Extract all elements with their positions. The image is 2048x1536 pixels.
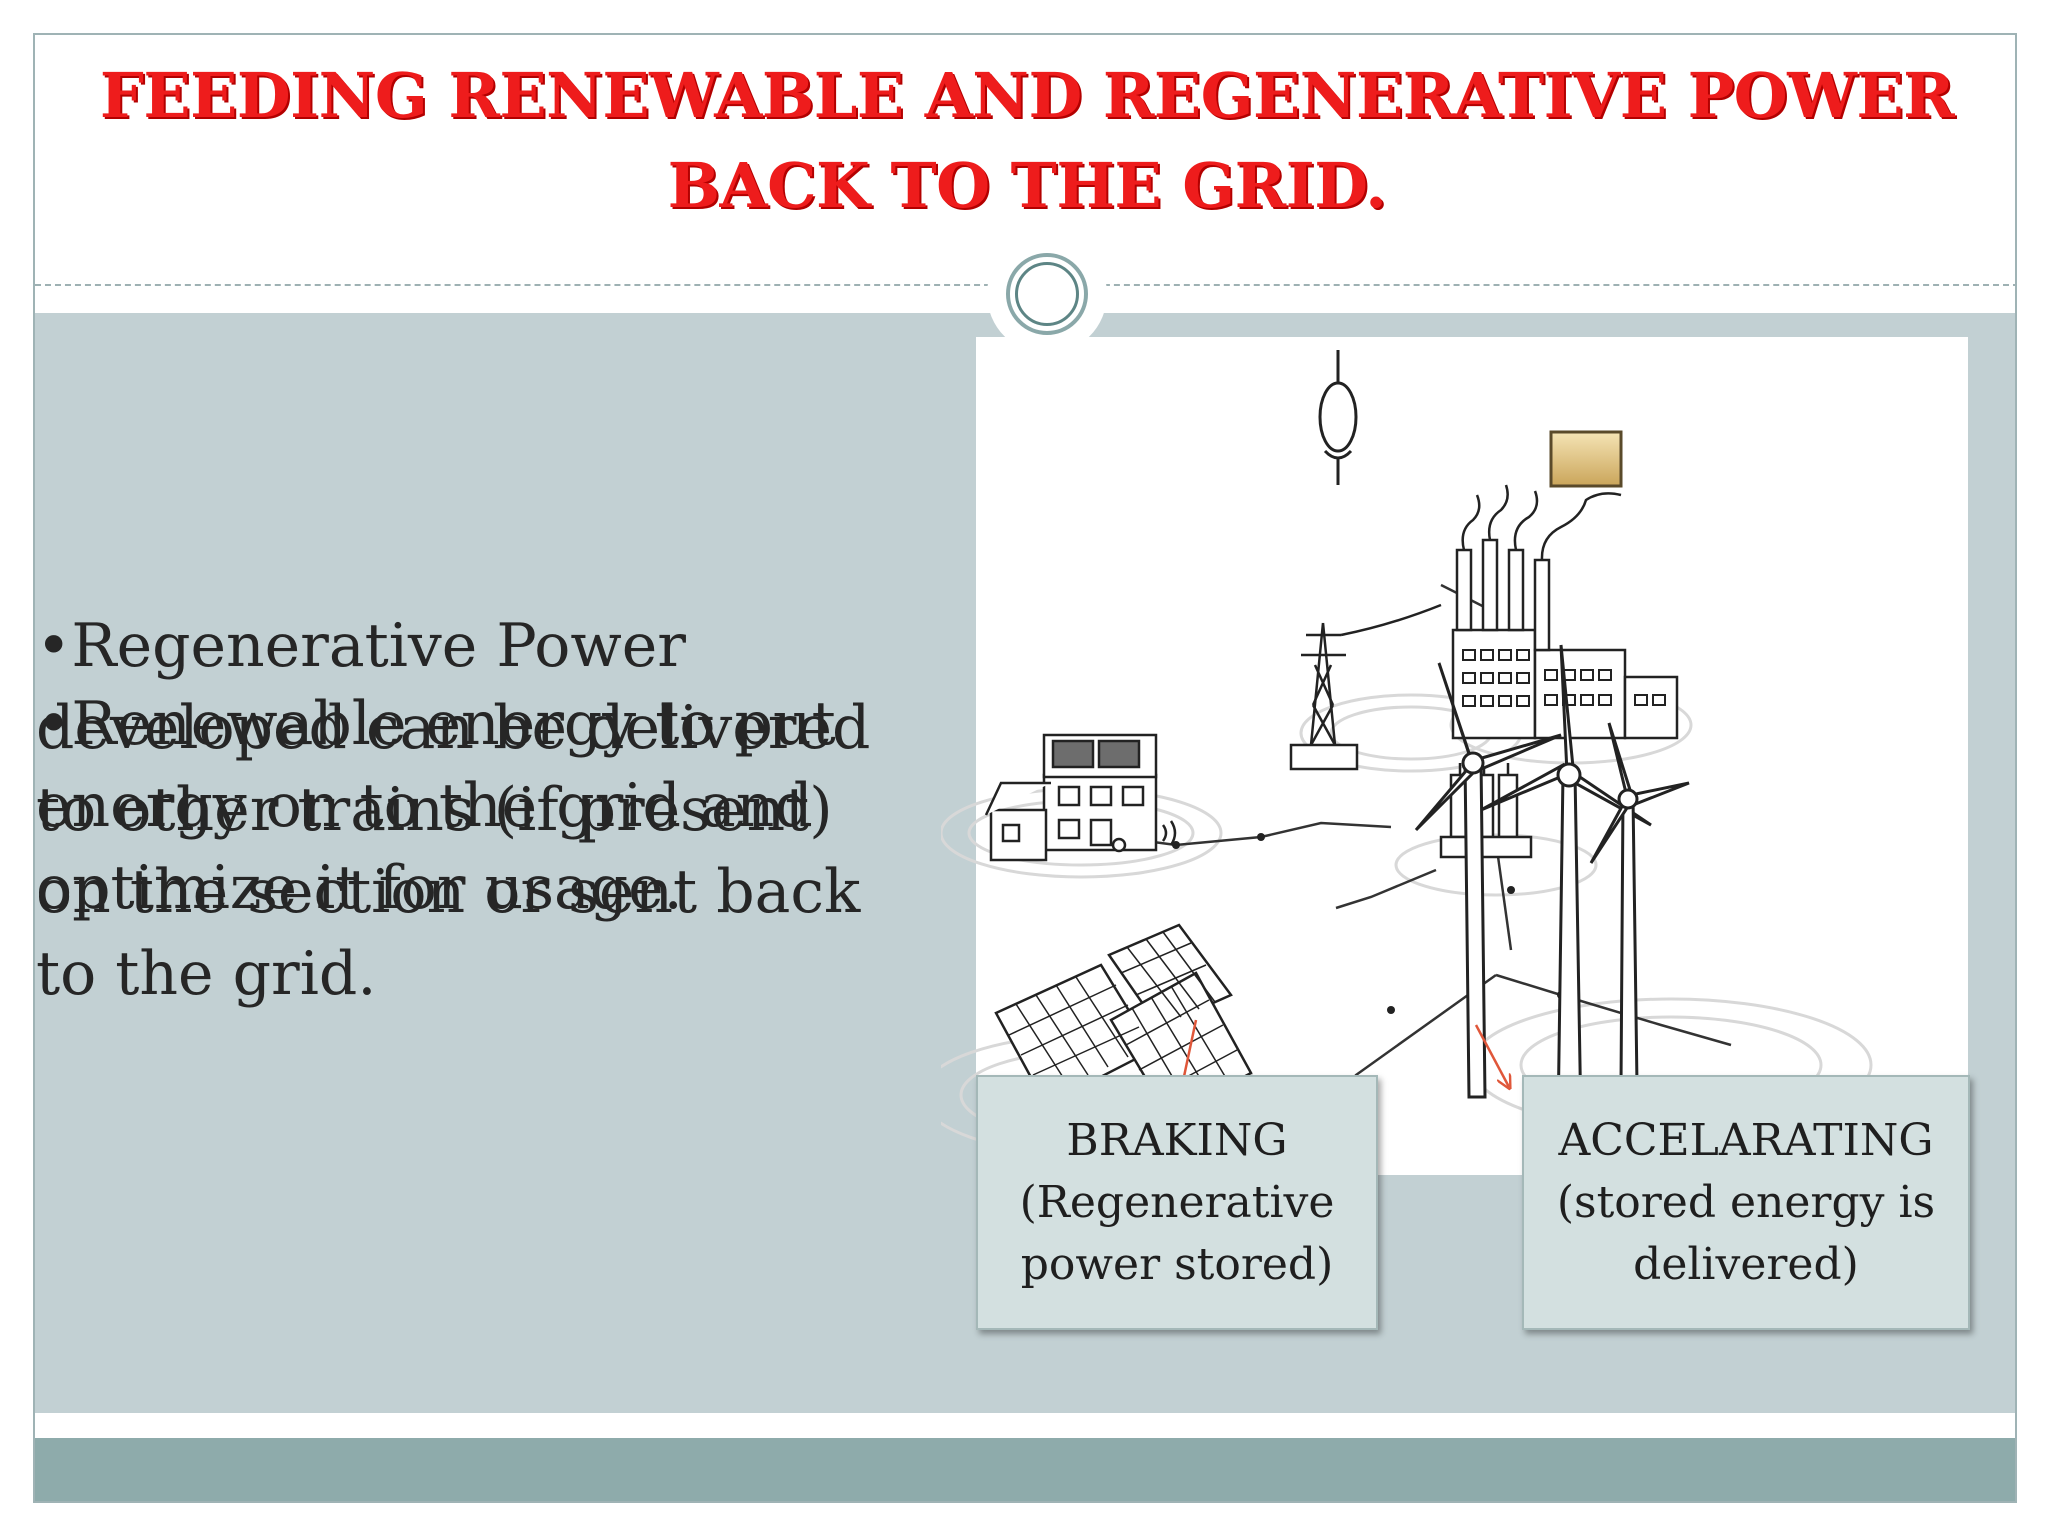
substation-icon — [1439, 763, 1533, 859]
braking-callout-line-2: (Regenerative — [1019, 1176, 1335, 1228]
braking-callout-line-3: power stored) — [1020, 1238, 1334, 1290]
accelerating-callout: ACCELARATING (stored energy is delivered… — [1522, 1075, 1970, 1330]
grid-diagram — [941, 337, 1968, 1175]
divider-ornament-inner-ring — [1015, 262, 1079, 326]
braking-callout-line-1: BRAKING — [1066, 1114, 1288, 1166]
wind-turbine-icon — [1414, 644, 1690, 1125]
braking-callout: BRAKING (Regenerative power stored) — [976, 1075, 1378, 1330]
transmission-tower-icon — [1289, 603, 1442, 771]
bullet-regenerative-power: •Regenerative Power developed can be del… — [36, 611, 871, 1009]
title-line-1: Feeding renewable and regenerative power — [99, 59, 1955, 132]
house-icon — [984, 733, 1177, 862]
accelerating-callout-line-3: delivered) — [1633, 1238, 1859, 1290]
accelerating-callout-line-2: (stored energy is — [1556, 1176, 1936, 1228]
footer-bar — [35, 1438, 2015, 1501]
accelerating-callout-line-1: ACCELARATING — [1558, 1114, 1934, 1166]
factory-icon — [1451, 484, 1679, 740]
slide-title: Feeding renewable and regenerative power… — [75, 51, 1979, 231]
meter-icon — [1318, 350, 1358, 485]
title-line-2: back to the grid. — [667, 149, 1387, 222]
battery-icon — [1549, 430, 1623, 488]
solar-panel-icon — [994, 923, 1253, 1174]
diagram-panel-top — [976, 337, 1968, 485]
bullet-renewable-energy: •Renewable energy to put energy on to th… — [36, 689, 836, 923]
